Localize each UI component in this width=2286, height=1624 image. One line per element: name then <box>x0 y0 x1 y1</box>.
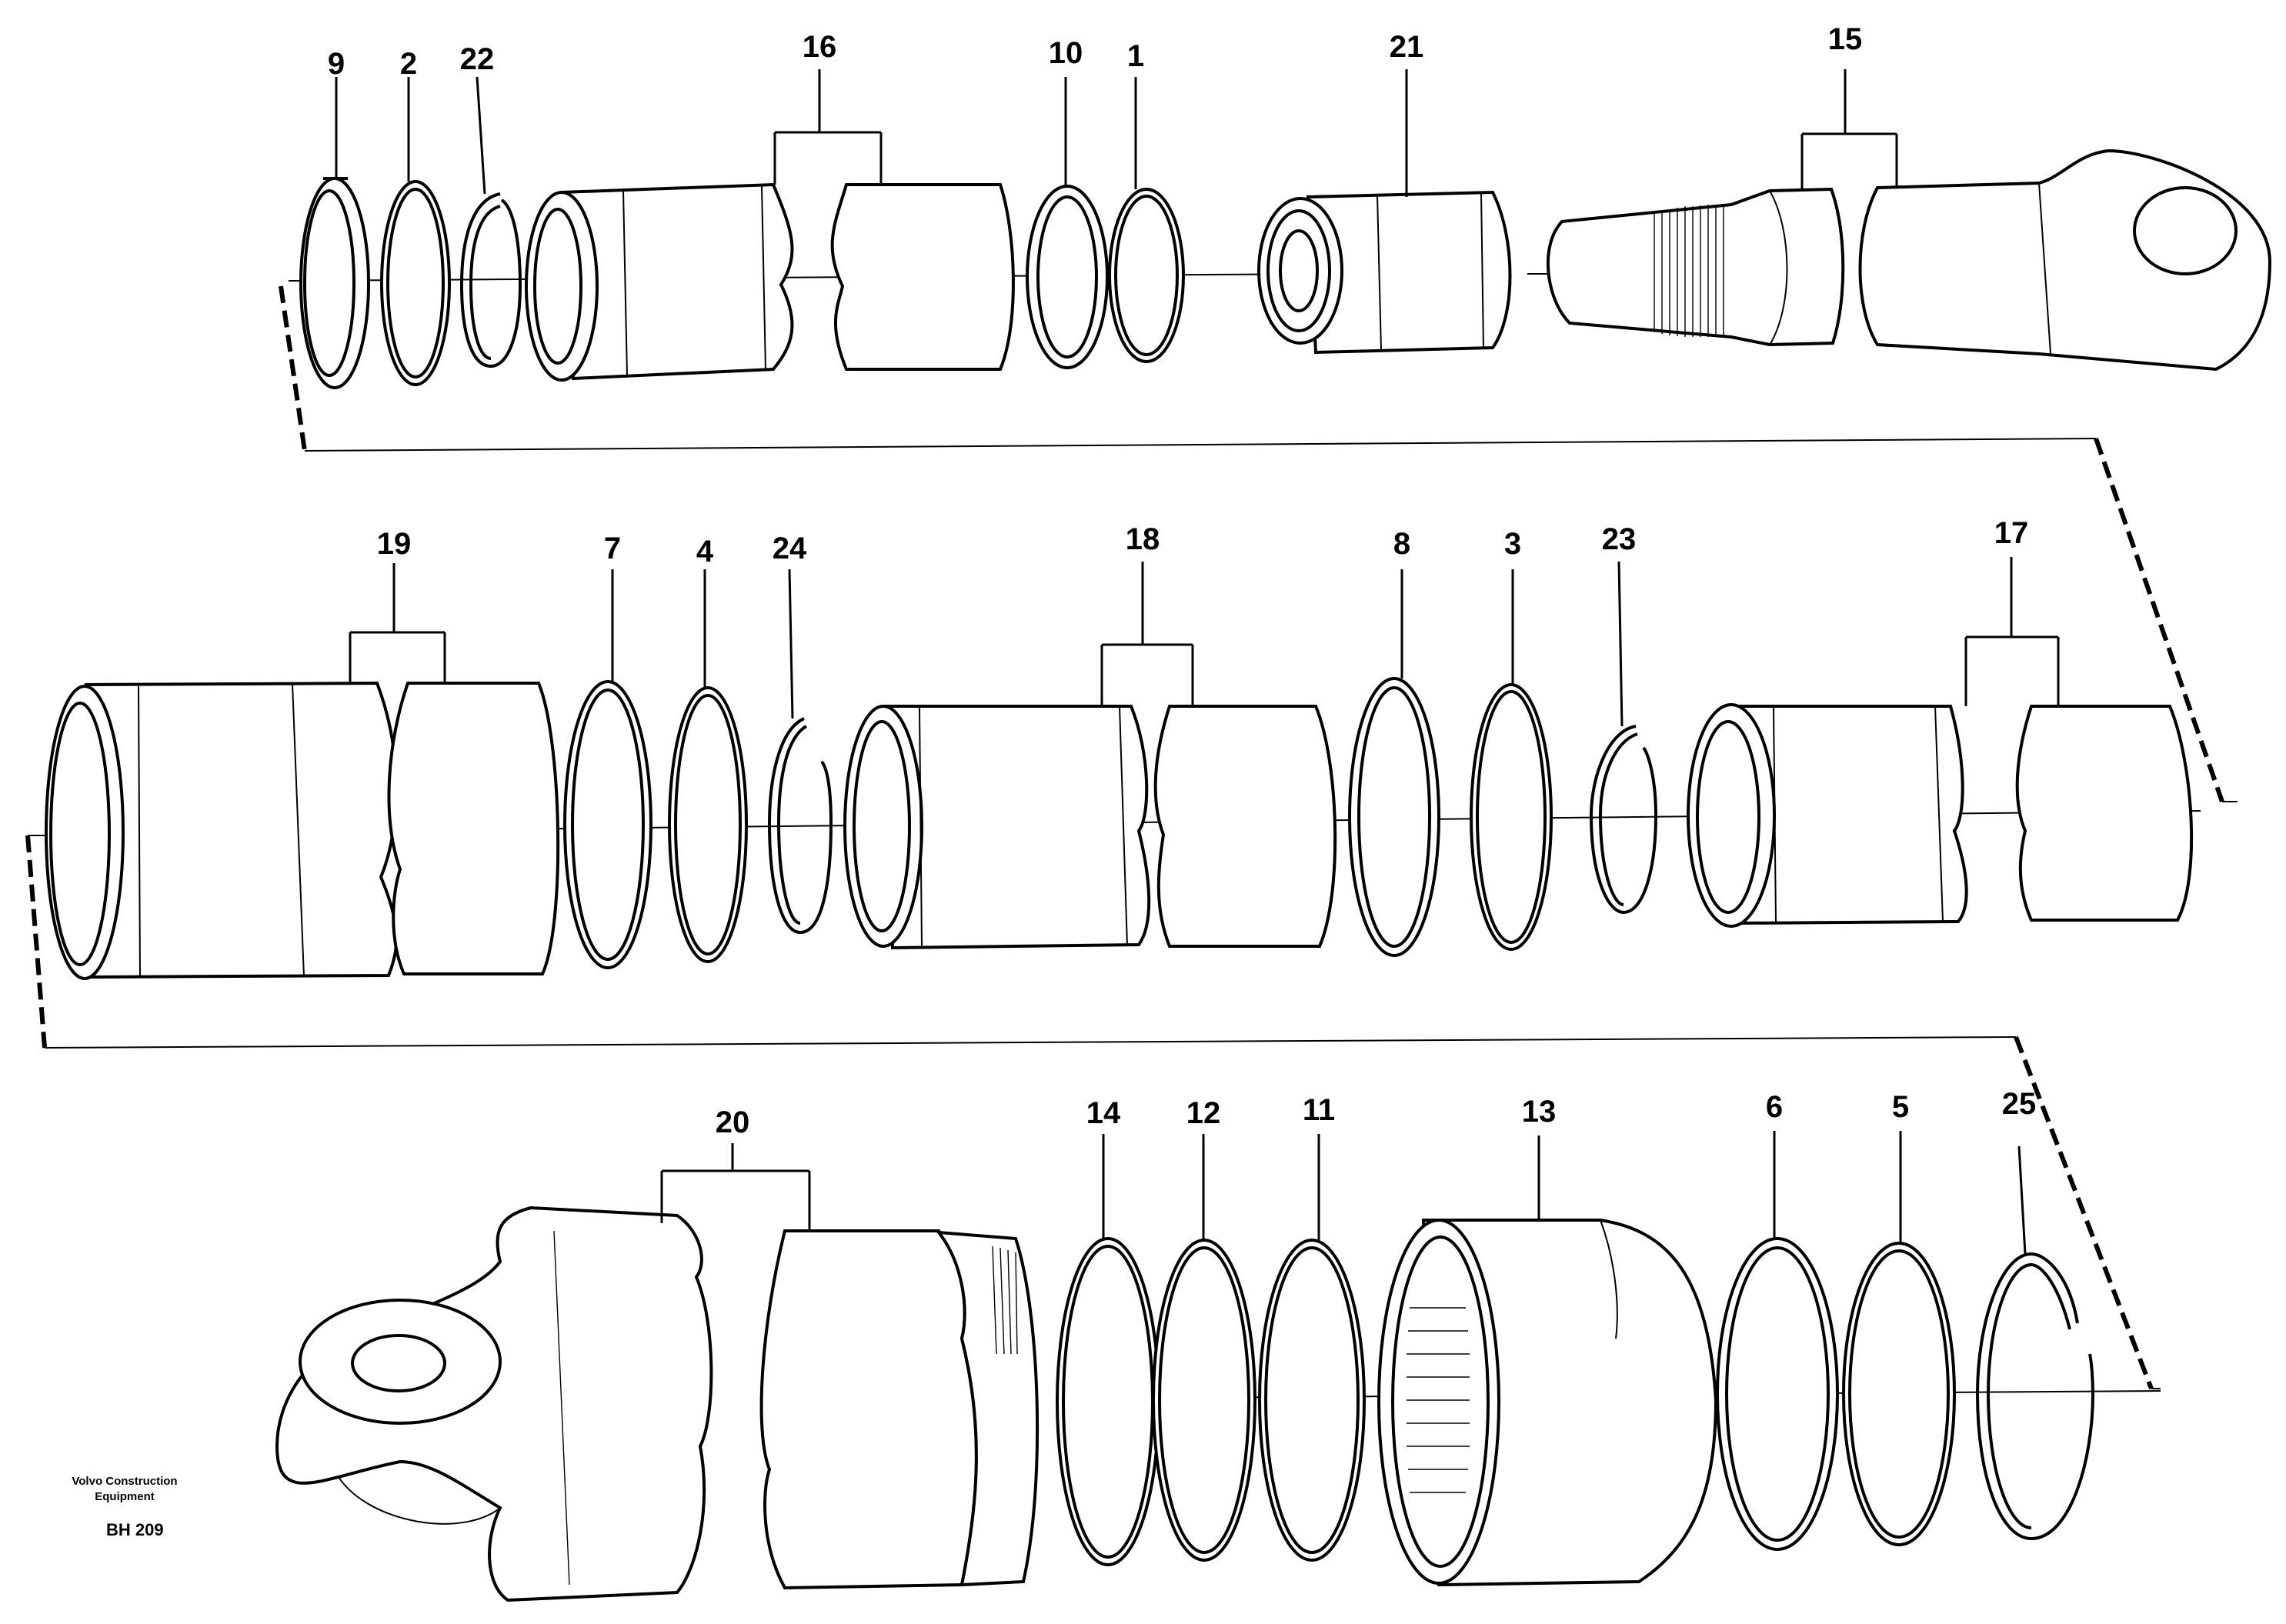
part-4-ring <box>668 686 748 963</box>
part-14-ring <box>1056 1237 1160 1566</box>
part-17-cylinder-tube <box>1687 703 2194 928</box>
part-22-snap-ring <box>459 192 522 368</box>
part-15-piston-rod <box>1546 148 2272 372</box>
label-16: 16 <box>803 30 837 64</box>
part-2-ring <box>380 180 451 386</box>
connection-lines <box>25 285 2238 1390</box>
part-7-ring <box>563 680 652 969</box>
part-23-snap-ring <box>1589 725 1658 915</box>
label-24: 24 <box>773 532 807 565</box>
part-19-cylinder-tube <box>45 681 560 980</box>
part-9-seal <box>299 177 370 389</box>
label-8: 8 <box>1393 527 1410 561</box>
part-12-ring <box>1152 1239 1256 1562</box>
part-10-seal <box>1026 185 1109 369</box>
drawing-code: BH 209 <box>106 1520 164 1539</box>
label-21: 21 <box>1390 30 1424 64</box>
label-25: 25 <box>2002 1087 2037 1121</box>
label-13: 13 <box>1522 1095 1557 1129</box>
label-2: 2 <box>400 47 417 81</box>
label-23: 23 <box>1602 522 1637 556</box>
label-4: 4 <box>696 535 714 569</box>
label-6: 6 <box>1766 1090 1783 1124</box>
label-11: 11 <box>1303 1093 1335 1127</box>
label-17: 17 <box>1994 516 2029 550</box>
label-14: 14 <box>1086 1096 1121 1130</box>
label-7: 7 <box>604 532 621 565</box>
part-25-snap-ring <box>1975 1252 2095 1541</box>
label-leaders <box>335 69 2060 1255</box>
part-3-ring <box>1470 683 1553 951</box>
label-5: 5 <box>1892 1090 1909 1124</box>
label-9: 9 <box>328 47 345 81</box>
part-24-snap-ring <box>767 717 833 935</box>
part-21-piston <box>1257 190 1512 355</box>
label-15: 15 <box>1828 22 1863 56</box>
part-20-cylinder-with-eye <box>275 1205 1040 1602</box>
label-18: 18 <box>1126 522 1160 556</box>
part-11-ring <box>1258 1239 1366 1562</box>
part-8-ring <box>1348 677 1440 957</box>
label-22: 22 <box>460 42 495 76</box>
part-6-ring <box>1716 1237 1839 1551</box>
part-1-ring <box>1108 188 1185 363</box>
label-12: 12 <box>1186 1096 1221 1130</box>
label-3: 3 <box>1504 527 1521 561</box>
caption-line-2: Equipment <box>95 1490 155 1503</box>
label-19: 19 <box>377 527 412 561</box>
part-labels: 9 2 22 16 10 1 21 15 19 7 4 24 18 8 3 23… <box>328 22 2036 1139</box>
label-10: 10 <box>1049 36 1083 70</box>
row-3-parts <box>275 1205 2161 1602</box>
label-20: 20 <box>716 1105 750 1139</box>
part-13-nut <box>1377 1219 1718 1587</box>
caption-line-1: Volvo Construction <box>72 1475 177 1488</box>
part-16-cylinder-head <box>525 182 1015 382</box>
label-1: 1 <box>1127 39 1144 73</box>
row-2-parts <box>45 677 2201 980</box>
part-5-ring <box>1842 1242 1956 1546</box>
row-1-parts <box>288 148 2272 389</box>
part-18-cylinder-tube <box>843 705 1337 950</box>
caption: Volvo Construction Equipment BH 209 <box>72 1475 177 1539</box>
